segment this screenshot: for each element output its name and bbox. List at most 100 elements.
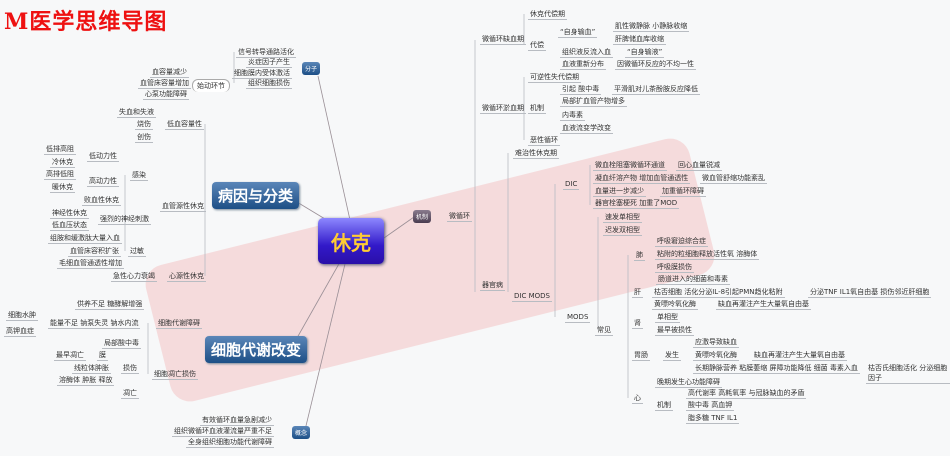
mindmap-node-dic[interactable]: DIC — [563, 180, 580, 190]
mindmap-node-xj2[interactable]: 酸中毒 高血钾 — [686, 401, 735, 411]
mindmap-node-dixrl[interactable]: 低血容量性 — [165, 120, 204, 130]
mindmap-node-wxh[interactable]: 微循环 — [447, 212, 472, 222]
mindmap-node-dd1[interactable]: 低排高阻 — [44, 145, 76, 155]
mindmap-node-bxx[interactable]: 败血性休克 — [82, 196, 121, 206]
mindmap-node-dxza[interactable]: 细胞代谢障碍 — [156, 319, 202, 329]
mindmap-node-w3a[interactable]: 枯否氏细胞活化 分泌细胞因子 — [866, 363, 950, 384]
mindmap-node-fz3[interactable]: 细胞膜内受体激活 — [232, 69, 292, 79]
mindmap-node-dd2[interactable]: 冷休克 — [50, 158, 75, 168]
mindmap-node-w2[interactable]: 黄嘌呤氧化酶 — [693, 351, 739, 361]
mindmap-node-gm1[interactable]: 组胺和缓激肽大量入血 — [48, 234, 122, 244]
mindmap-node-f1[interactable]: 呼吸窘迫综合症 — [655, 237, 708, 247]
mindmap-node-dic3a[interactable]: 加重循环障碍 — [660, 187, 706, 197]
mindmap-node-dic4[interactable]: 器官栓塞梗死 加重了MOD — [593, 199, 680, 209]
mindmap-node-yj1[interactable]: 引起 酸中毒 — [560, 85, 602, 95]
mindmap-node-gan[interactable]: 肝 — [632, 288, 643, 298]
mindmap-node-dwss[interactable]: 细胞凋亡损伤 — [152, 370, 198, 380]
mindmap-node-s1[interactable]: 单相型 — [655, 313, 680, 323]
mindmap-node-xin[interactable]: 心 — [632, 394, 643, 404]
central-topic-shock[interactable]: 休克 — [318, 218, 384, 264]
mindmap-node-gd1[interactable]: 高排低阻 — [44, 170, 76, 180]
mindmap-node-g3[interactable]: 黄嘌呤氧化酶 — [652, 300, 698, 310]
mindmap-node-f3[interactable]: 呼吸膜损伤 — [655, 263, 694, 273]
mindmap-node-gn2[interactable]: 组织微循环血液灌流量严重不足 — [172, 427, 274, 437]
mindmap-node-shidong[interactable]: 始动环节 — [192, 79, 230, 92]
mindmap-node-dx2[interactable]: 烧伤 — [135, 120, 153, 130]
mindmap-node-zs2[interactable]: 肝脾储血库收缩 — [613, 35, 666, 45]
mindmap-node-m1[interactable]: 速发单相型 — [603, 213, 642, 223]
mindmap-node-dz3[interactable]: 局部酸中毒 — [102, 339, 141, 349]
mindmap-node-diaowang[interactable]: 凋亡 — [121, 389, 139, 399]
mindmap-node-gaodl[interactable]: 高动力性 — [87, 177, 119, 187]
mindmap-node-qxq[interactable]: 微循环缺血期 — [480, 35, 526, 45]
mindmap-node-mo[interactable]: 膜 — [97, 351, 108, 361]
mindmap-node-ganran[interactable]: 感染 — [130, 171, 148, 181]
mindmap-node-shen[interactable]: 肾 — [632, 319, 643, 329]
mindmap-node-dic1[interactable]: 微血栓阻塞微循环通道 — [593, 161, 667, 171]
mindmap-node-g1[interactable]: 肠道进入的细菌和毒素 — [656, 275, 730, 285]
mindmap-node-fz2[interactable]: 炎症因子产生 — [246, 58, 292, 68]
mindmap-node-sj1[interactable]: 神经性休克 — [50, 209, 89, 219]
mindmap-node-dic2[interactable]: 凝血纤溶产物 增加血管通透性 — [593, 174, 691, 184]
mindmap-node-ss2[interactable]: 线粒体肿胀 — [72, 364, 111, 374]
mindmap-node-nzq[interactable]: 难治性休克期 — [513, 149, 559, 159]
mindmap-node-changjian[interactable]: 常见 — [595, 326, 613, 336]
mindmap-node-dz2[interactable]: 能量不足 钠泵失灵 钠水内流 — [48, 319, 141, 329]
mindmap-node-qx1[interactable]: 休克代偿期 — [528, 10, 567, 20]
mindmap-node-fz4[interactable]: 组织细胞损伤 — [246, 79, 292, 89]
mindmap-node-xycx[interactable]: 血液重新分布 — [560, 60, 606, 70]
mindmap-node-f2[interactable]: 粘附的粒细胞释放活性氧 溶酶体 — [655, 250, 760, 260]
mindmap-node-dic3[interactable]: 血量进一步减少 — [593, 187, 646, 197]
mindmap-node-sjcj[interactable]: 强烈的神经刺激 — [98, 215, 151, 225]
mindmap-node-xbdx[interactable]: 细胞代谢改变 — [205, 336, 308, 363]
mindmap-node-s2[interactable]: 最早被损性 — [655, 326, 694, 336]
mindmap-node-xyc1[interactable]: 因微循环反应的不均一性 — [615, 60, 696, 70]
mindmap-node-yxq[interactable]: 微循环淤血期 — [480, 104, 526, 114]
mindmap-node-yx3[interactable]: 恶性循环 — [528, 136, 560, 146]
mindmap-node-xyx[interactable]: 心源性休克 — [167, 272, 206, 282]
mindmap-node-x1[interactable]: 晚期发生心功能障碍 — [655, 378, 722, 388]
mindmap-node-gn1[interactable]: 有效循环血量急剧减少 — [200, 416, 274, 426]
mindmap-node-gainian[interactable]: 概念 — [292, 426, 311, 439]
mindmap-node-didl[interactable]: 低动力性 — [87, 152, 119, 162]
mindmap-node-g2a[interactable]: 分泌TNF IL1氧自由基 损伤邻近肝细胞 — [808, 288, 932, 298]
mindmap-node-yj2[interactable]: 局部扩血管产物增多 — [560, 97, 627, 107]
mindmap-node-mods[interactable]: MODS — [565, 313, 591, 323]
mindmap-node-yx2[interactable]: 机制 — [528, 104, 546, 114]
mindmap-node-qx2[interactable]: 代偿 — [528, 41, 546, 51]
mindmap-node-gn3[interactable]: 全身组织细胞功能代谢障碍 — [186, 438, 274, 448]
mindmap-node-yj4[interactable]: 血液流变学改变 — [560, 124, 613, 134]
mindmap-node-xgy[interactable]: 血管源性休克 — [160, 202, 206, 212]
mindmap-node-dx3[interactable]: 创伤 — [135, 133, 153, 143]
mindmap-node-g3a[interactable]: 缺血再灌注产生大量氧自由基 — [716, 300, 811, 310]
mindmap-node-qgb[interactable]: 器官病 — [480, 281, 505, 291]
mindmap-node-xy1[interactable]: 急性心力衰竭 — [111, 272, 157, 282]
mindmap-node-fz1[interactable]: 信号转导通路活化 — [236, 48, 296, 58]
mindmap-node-yj3[interactable]: 内毒素 — [560, 111, 585, 121]
mindmap-node-w2a[interactable]: 缺血再灌注产生大量氧自由基 — [752, 351, 847, 361]
mindmap-node-w1[interactable]: 应激导致缺血 — [693, 338, 739, 348]
mindmap-node-weichang[interactable]: 胃肠 — [632, 351, 650, 361]
mindmap-node-yx1[interactable]: 可逆性失代偿期 — [528, 73, 581, 83]
mindmap-node-sd1[interactable]: 血容量减少 — [150, 68, 189, 78]
mindmap-node-sd2[interactable]: 血管床容量增加 — [138, 79, 191, 89]
mindmap-node-zssx[interactable]: “自身输血” — [558, 28, 598, 38]
mindmap-node-xjz[interactable]: 机制 — [655, 401, 673, 411]
mindmap-node-dz2b[interactable]: 高钾血症 — [4, 327, 36, 337]
mindmap-node-m2[interactable]: 迟发双相型 — [603, 226, 642, 236]
mindmap-node-jizhi[interactable]: 机制 — [413, 210, 432, 223]
mindmap-node-sd3[interactable]: 心泵功能障碍 — [143, 90, 189, 100]
mindmap-node-gd2[interactable]: 暖休克 — [50, 183, 75, 193]
mindmap-node-dx1[interactable]: 失血和失液 — [117, 108, 156, 118]
mindmap-node-zsy[interactable]: “自身输液” — [625, 48, 665, 58]
mindmap-node-zzy[interactable]: 组织液反流入血 — [560, 48, 613, 58]
mindmap-node-sj2[interactable]: 低血压状态 — [50, 221, 89, 231]
mindmap-node-fasheng[interactable]: 发生 — [663, 351, 681, 361]
mindmap-node-dicmods[interactable]: DIC MODS — [512, 292, 552, 302]
mindmap-node-g2[interactable]: 枯否细胞 活化分泌IL-8引起PMN趋化粘附 — [652, 288, 785, 298]
mindmap-node-guomin[interactable]: 过敏 — [128, 247, 146, 257]
mindmap-node-xj3[interactable]: 脂多糖 TNF IL1 — [686, 414, 740, 424]
mindmap-node-dic2a[interactable]: 微血管舒缩功能紊乱 — [700, 174, 767, 184]
mindmap-node-xj1[interactable]: 高代谢率 高耗氧率 与冠脉缺血的矛盾 — [686, 389, 807, 399]
mindmap-node-mo1[interactable]: 最早凋亡 — [54, 351, 86, 361]
